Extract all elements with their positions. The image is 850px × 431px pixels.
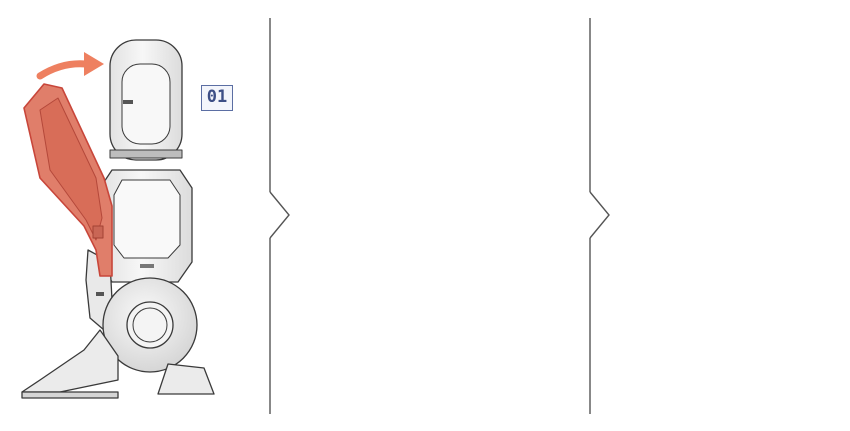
panel-divider-right	[590, 18, 609, 414]
panel-step-1	[22, 40, 214, 398]
curved-arrow-right-icon	[40, 52, 104, 76]
thigh-part	[110, 40, 182, 160]
highlighted-armor-part	[24, 84, 112, 276]
step-number-badge: 01	[201, 85, 233, 111]
knee-part	[100, 170, 192, 282]
panel-divider-left	[270, 18, 289, 414]
